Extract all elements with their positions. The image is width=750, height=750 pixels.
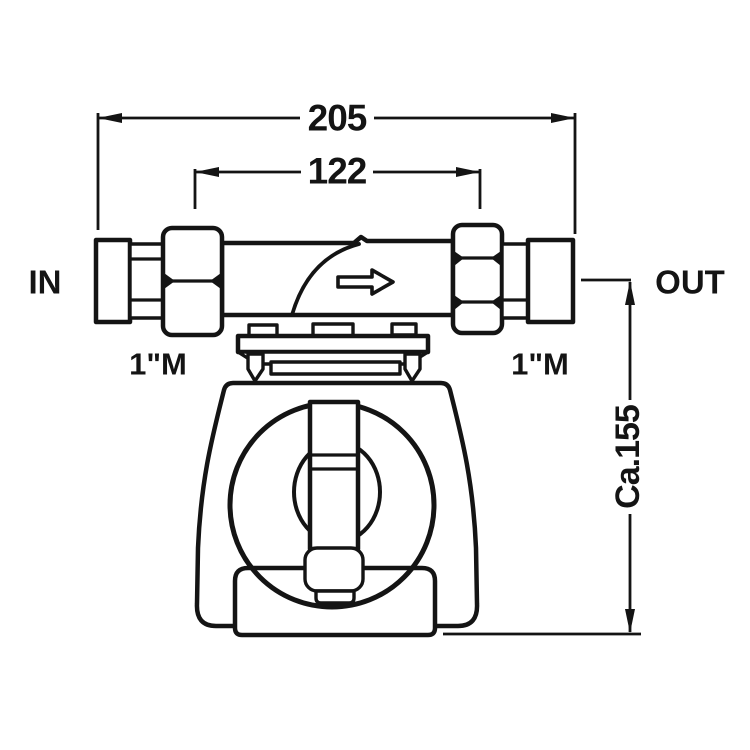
- clip-right: [403, 352, 422, 383]
- outlet-label: OUT: [655, 264, 725, 301]
- hex-nut-right: [450, 222, 505, 336]
- dim-height-arrow-top: [625, 281, 635, 305]
- hex-nut-left-pinch-r: [210, 273, 221, 289]
- dim-205-label: 205: [308, 98, 367, 139]
- flange-plate: [235, 333, 431, 355]
- hex-nut-right-pinch-br: [491, 295, 501, 310]
- collar-band: [269, 360, 402, 376]
- dim-height-arrow-bottom: [625, 609, 635, 633]
- dim-122-arrow-right: [456, 167, 480, 177]
- body-sweep-curve: [290, 242, 361, 317]
- clip-left: [246, 352, 265, 383]
- inlet-thread-label: 1"M: [129, 347, 187, 382]
- port-labels: IN OUT 1"M 1"M: [29, 264, 725, 382]
- dim-122-label: 122: [308, 151, 367, 192]
- end-cap-right: [525, 237, 576, 325]
- dim-height-label: Ca.155: [609, 405, 647, 509]
- dim-205-arrow-right: [551, 113, 575, 123]
- flange-assembly: [235, 322, 431, 383]
- cartridge-column: [307, 399, 361, 552]
- cartridge-tip: [314, 589, 356, 605]
- cartridge-bulge: [303, 546, 365, 593]
- coupling-right: [500, 242, 530, 320]
- flow-direction-arrow-icon: [336, 268, 395, 296]
- hex-nut-right-pinch-tl: [454, 251, 464, 266]
- pipe-assembly: [93, 222, 576, 338]
- flange-tab-right: [390, 322, 418, 337]
- inlet-label: IN: [29, 264, 62, 301]
- dimension-122: 122: [193, 151, 482, 209]
- filter-bowl-assembly: [194, 380, 480, 638]
- dimension-205: 205: [96, 98, 577, 234]
- hex-nut-right-pinch-tr: [491, 251, 501, 266]
- end-cap-left: [93, 237, 133, 325]
- dimension-height: Ca.155: [443, 278, 647, 636]
- dim-122-arrow-left: [195, 167, 219, 177]
- hex-nut-right-pinch-bl: [454, 295, 464, 310]
- dim-205-arrow-left: [98, 113, 122, 123]
- outlet-thread-label: 1"M: [511, 347, 569, 382]
- hex-nut-left-pinch-l: [164, 273, 175, 289]
- coupling-left: [128, 242, 165, 320]
